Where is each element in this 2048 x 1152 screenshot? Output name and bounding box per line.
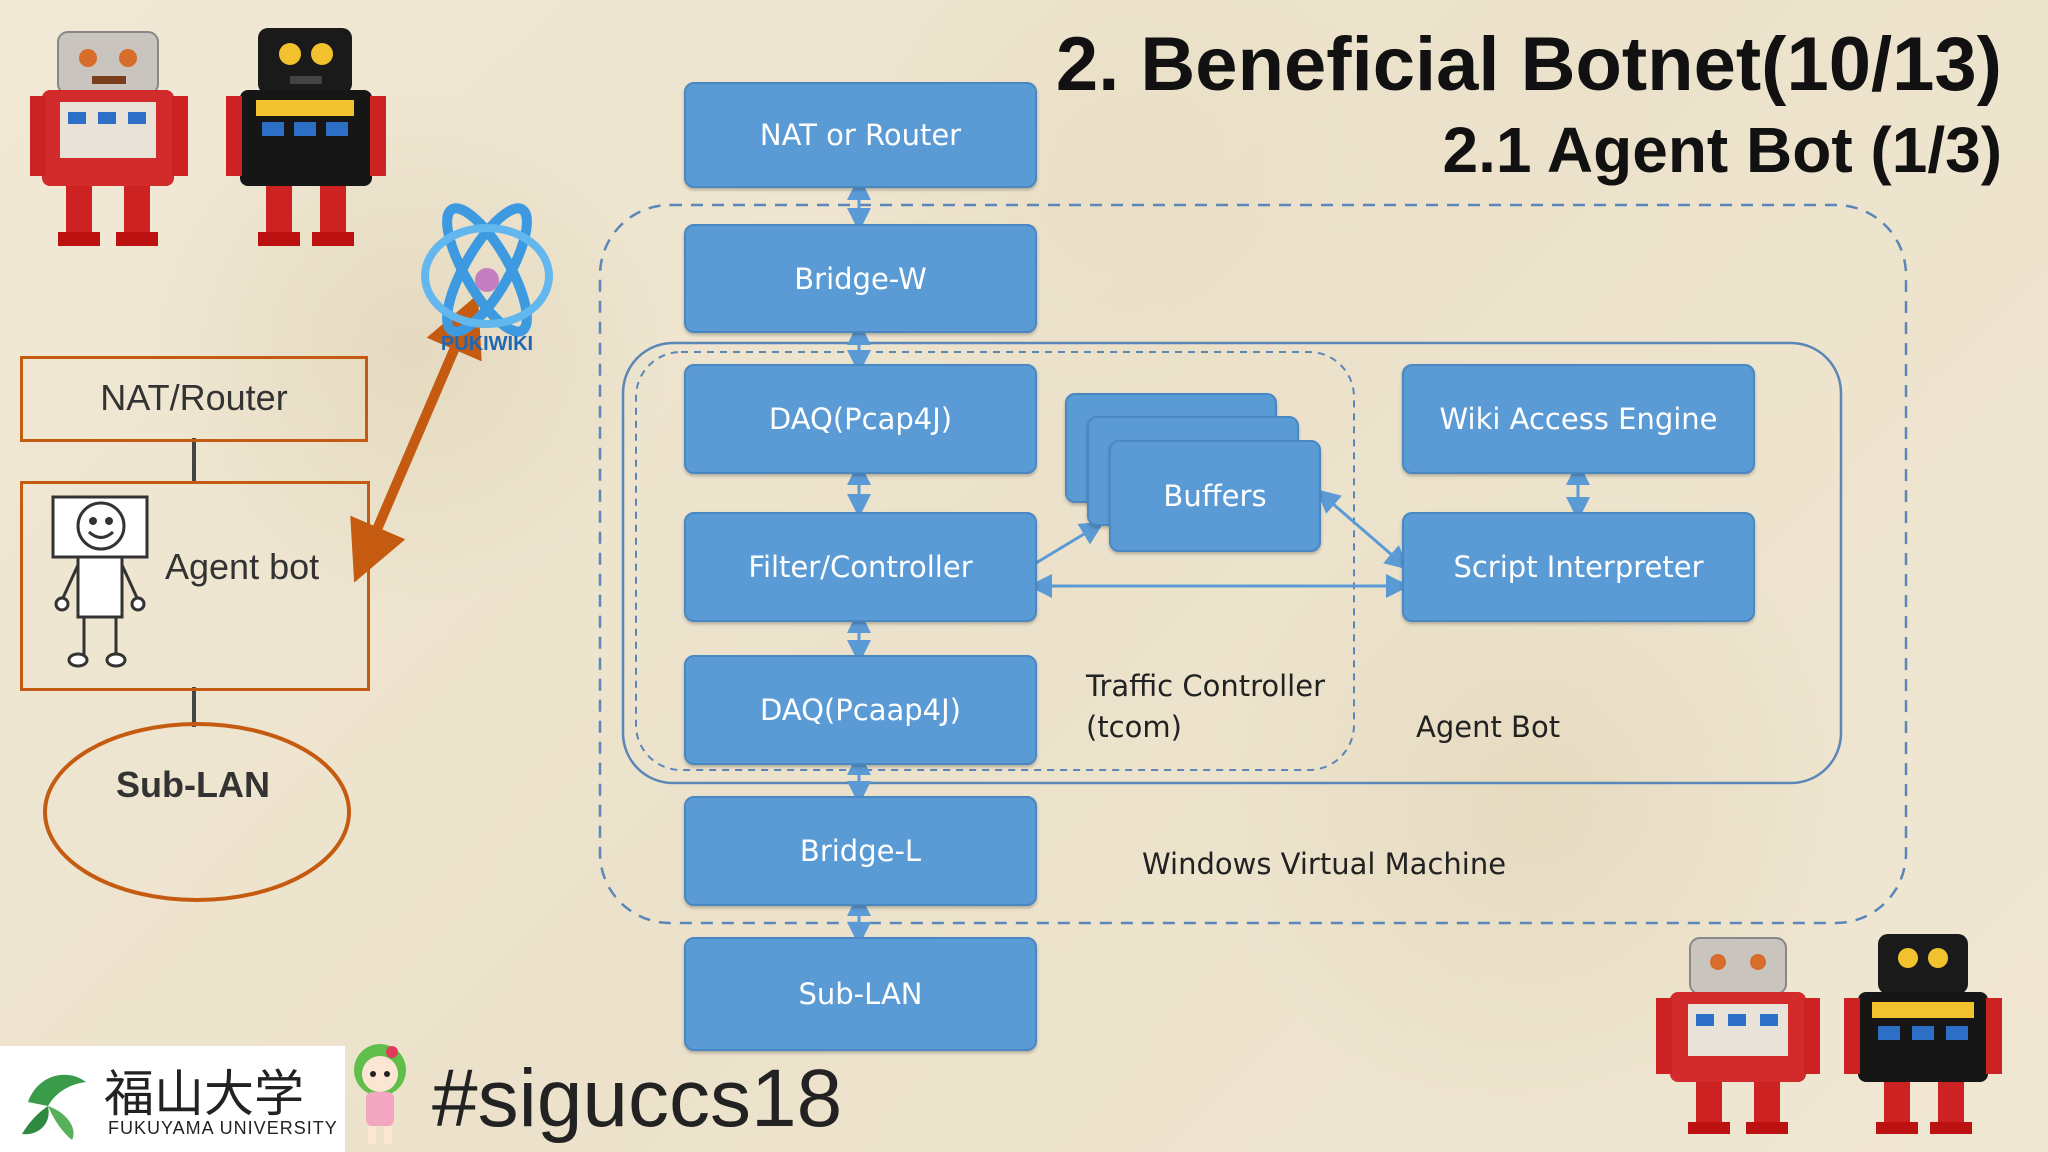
university-logo-panel: 福山大学 FUKUYAMA UNIVERSITY [0,1046,345,1152]
university-english: FUKUYAMA UNIVERSITY [108,1118,338,1138]
bridge-w-box: Bridge-W [684,224,1037,333]
robot-black-topleft [226,28,386,246]
windows-vm-label: Windows Virtual Machine [1142,847,1507,881]
agent-bot-box: Agent bot [20,481,370,691]
slide-subtitle: 2.1 Agent Bot (1/3) [1442,114,2002,186]
sub-lan-box: Sub-LAN [684,937,1037,1051]
agent-bot-region [621,341,1843,785]
wiki-link-arrow [350,294,482,583]
buffers-box: Buffers [1109,440,1321,552]
wiki-access-engine-box: Wiki Access Engine [1402,364,1755,474]
bridge-l-box: Bridge-L [684,796,1037,906]
sub-lan-ellipse [43,722,351,902]
sub-lan-label: Sub-LAN [116,764,270,805]
pukiwiki-logo-text: PUKIWIKI [441,333,533,355]
traffic-controller-line2: (tcom) [1086,710,1182,744]
slide-title-block: 2. Beneficial Botnet(10/13) 2.1 Agent Bo… [1056,20,2002,190]
robot-black-bottomright [1844,934,2002,1134]
agent-bot-figure [51,495,149,668]
stack-arrows [847,176,1590,946]
flow-arrows [1028,489,1410,598]
robot-red-bottomright [1656,937,1820,1134]
traffic-controller-label: Traffic Controller (tcom) [1086,666,1325,748]
daq-pcap4j-box: DAQ(Pcap4J) [684,364,1037,474]
slide-title: 2. Beneficial Botnet(10/13) [1055,22,2002,107]
pukiwiki-logo [421,203,553,337]
hashtag: #siguccs18 [432,1053,843,1144]
filter-controller-box: Filter/Controller [684,512,1037,622]
script-interpreter-box: Script Interpreter [1402,512,1755,622]
traffic-controller-line1: Traffic Controller [1086,669,1325,703]
robot-red-topleft [30,31,188,246]
windows-vm-region [598,203,1908,925]
nat-or-router-box: NAT or Router [684,82,1037,188]
mascot-character [354,1044,406,1144]
nat-router-label: NAT/Router [100,377,288,418]
university-kanji: 福山大学 [104,1065,304,1123]
agent-bot-label: Agent bot [165,546,320,587]
university-leaf-icon [22,1074,86,1140]
agent-bot-region-label: Agent Bot [1416,710,1561,744]
daq-pcaap4j-box: DAQ(Pcaap4J) [684,655,1037,765]
nat-router-box: NAT/Router [20,356,368,442]
